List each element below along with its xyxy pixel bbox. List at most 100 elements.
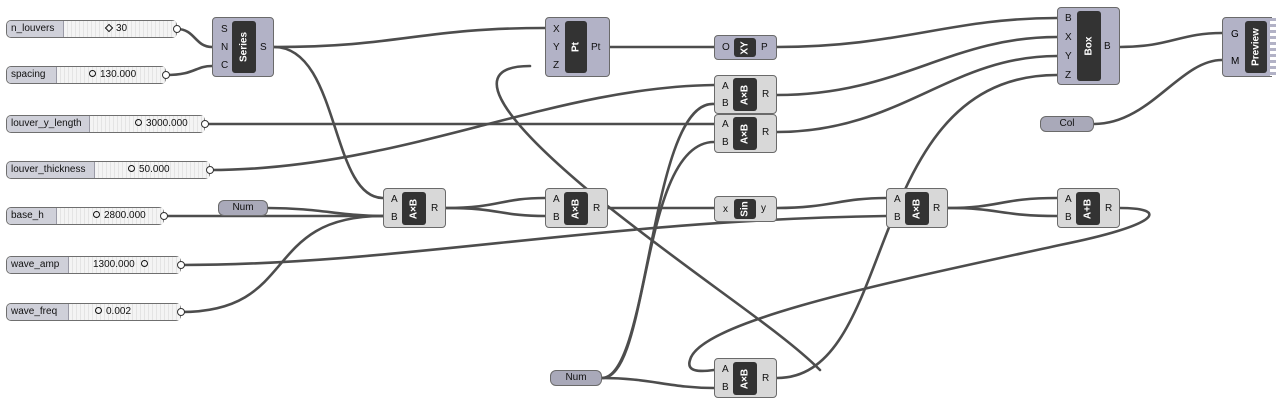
output-grip-icon[interactable] (173, 25, 181, 33)
slider-track[interactable] (57, 67, 165, 83)
point-component[interactable]: X Y Z Pt Pt (545, 17, 610, 77)
input-port-b[interactable]: B (553, 212, 560, 223)
slider-knob-icon[interactable] (89, 70, 96, 77)
input-port-b[interactable]: B (894, 212, 901, 223)
input-port-a[interactable]: A (722, 364, 729, 375)
slider-knob-icon[interactable] (128, 165, 135, 172)
output-port-y[interactable]: y (761, 203, 766, 214)
output-grip-icon[interactable] (177, 261, 185, 269)
component-core[interactable]: Box (1077, 11, 1101, 81)
input-port-o[interactable]: O (722, 42, 730, 53)
output-grip-icon[interactable] (177, 308, 185, 316)
input-port-a[interactable]: A (1065, 194, 1072, 205)
wire (600, 102, 716, 380)
output-port-r[interactable]: R (431, 203, 439, 214)
output-port-r[interactable]: R (762, 89, 770, 100)
component-core[interactable]: A×B (733, 362, 757, 395)
output-grip-icon[interactable] (201, 120, 209, 128)
addition-component[interactable]: A B A+B R (1057, 188, 1120, 228)
preview-component[interactable]: G M Preview (1222, 17, 1276, 77)
output-grip-icon[interactable] (162, 71, 170, 79)
input-port-y[interactable]: Y (553, 42, 560, 53)
input-port-a[interactable]: A (722, 119, 729, 130)
slider-spacing[interactable]: spacing 130.000 (6, 66, 170, 84)
output-port-s[interactable]: S (260, 42, 267, 53)
component-core[interactable]: Preview (1245, 21, 1267, 73)
input-port-z[interactable]: Z (553, 60, 560, 71)
component-core[interactable]: Pt (565, 21, 587, 73)
multiply-component[interactable]: A B A×B R (886, 188, 948, 228)
output-port-pt[interactable]: Pt (591, 42, 601, 53)
output-port-p[interactable]: P (761, 42, 768, 53)
wire (775, 54, 1059, 134)
slider-wave-freq[interactable]: wave_freq 0.002 (6, 303, 185, 321)
series-component[interactable]: S N C Series S (212, 17, 274, 77)
sine-component[interactable]: x Sin y (714, 196, 777, 222)
slider-track[interactable] (57, 208, 163, 224)
input-port-a[interactable]: A (722, 81, 729, 92)
component-core[interactable]: Series (232, 21, 256, 73)
xy-plane-component[interactable]: O XY P (714, 35, 777, 60)
input-port-s[interactable]: S (221, 24, 228, 35)
component-core[interactable]: A×B (905, 192, 929, 225)
slider-knob-icon[interactable] (93, 211, 100, 218)
slider-louver-y-length[interactable]: louver_y_length 3000.000 (6, 115, 209, 133)
output-port-r[interactable]: R (762, 373, 770, 384)
multiply-component[interactable]: A B A×B R (714, 358, 777, 398)
box-component[interactable]: B X Y Z Box B (1057, 7, 1120, 85)
input-port-b[interactable]: B (391, 212, 398, 223)
output-port-r[interactable]: R (1105, 203, 1113, 214)
input-port-m[interactable]: M (1231, 56, 1240, 67)
slider-base-h[interactable]: base_h 2800.000 (6, 207, 168, 225)
component-core[interactable]: A×B (733, 78, 757, 111)
input-port-b[interactable]: B (722, 137, 729, 148)
component-core[interactable]: A×B (402, 192, 426, 225)
input-port-b[interactable]: B (722, 382, 729, 393)
output-port-r[interactable]: R (762, 127, 770, 138)
input-port-z[interactable]: Z (1065, 70, 1072, 81)
output-grip-icon[interactable] (206, 166, 214, 174)
multiply-component[interactable]: A B A×B R (714, 114, 777, 153)
component-core[interactable]: A+B (1076, 192, 1100, 225)
slider-wave-amp[interactable]: wave_amp 1300.000 (6, 256, 185, 274)
wire (775, 35, 1059, 97)
slider-n-louvers[interactable]: n_louvers 30 (6, 20, 181, 38)
number-param[interactable]: Num (550, 370, 602, 386)
input-port-a[interactable]: A (894, 194, 901, 205)
input-port-x[interactable]: x (723, 204, 728, 215)
input-port-b[interactable]: B (1065, 13, 1072, 24)
input-port-g[interactable]: G (1231, 29, 1239, 40)
slider-track[interactable] (69, 257, 180, 273)
multiply-component[interactable]: A B A×B R (714, 75, 777, 114)
input-port-n[interactable]: N (221, 42, 229, 53)
slider-track[interactable] (64, 21, 176, 37)
output-port-b[interactable]: B (1104, 41, 1111, 52)
input-port-b[interactable]: B (722, 98, 729, 109)
input-port-x[interactable]: X (553, 24, 560, 35)
input-port-b[interactable]: B (1065, 212, 1072, 223)
slider-knob-icon[interactable] (135, 119, 142, 126)
slider-track[interactable] (90, 116, 204, 132)
component-core[interactable]: XY (734, 38, 756, 57)
number-param[interactable]: Num (218, 200, 268, 216)
component-core[interactable]: Sin (734, 199, 756, 219)
input-port-y[interactable]: Y (1065, 51, 1072, 62)
multiply-component[interactable]: A B A×B R (545, 188, 608, 228)
output-grip-icon[interactable] (160, 212, 168, 220)
slider-knob-icon[interactable] (140, 260, 148, 267)
input-port-a[interactable]: A (553, 194, 560, 205)
slider-knob-icon[interactable] (104, 23, 114, 33)
slider-louver-thickness[interactable]: louver_thickness 50.000 (6, 161, 214, 179)
output-port-r[interactable]: R (593, 203, 601, 214)
slider-knob-icon[interactable] (95, 307, 102, 314)
input-port-x[interactable]: X (1065, 32, 1072, 43)
input-port-a[interactable]: A (391, 194, 398, 205)
slider-track[interactable] (95, 162, 209, 178)
component-core[interactable]: A×B (564, 192, 588, 225)
output-port-r[interactable]: R (933, 203, 941, 214)
input-port-c[interactable]: C (221, 60, 229, 71)
component-core[interactable]: A×B (733, 117, 757, 150)
multiply-component[interactable]: A B A×B R (383, 188, 446, 228)
colour-param[interactable]: Col (1040, 116, 1094, 132)
